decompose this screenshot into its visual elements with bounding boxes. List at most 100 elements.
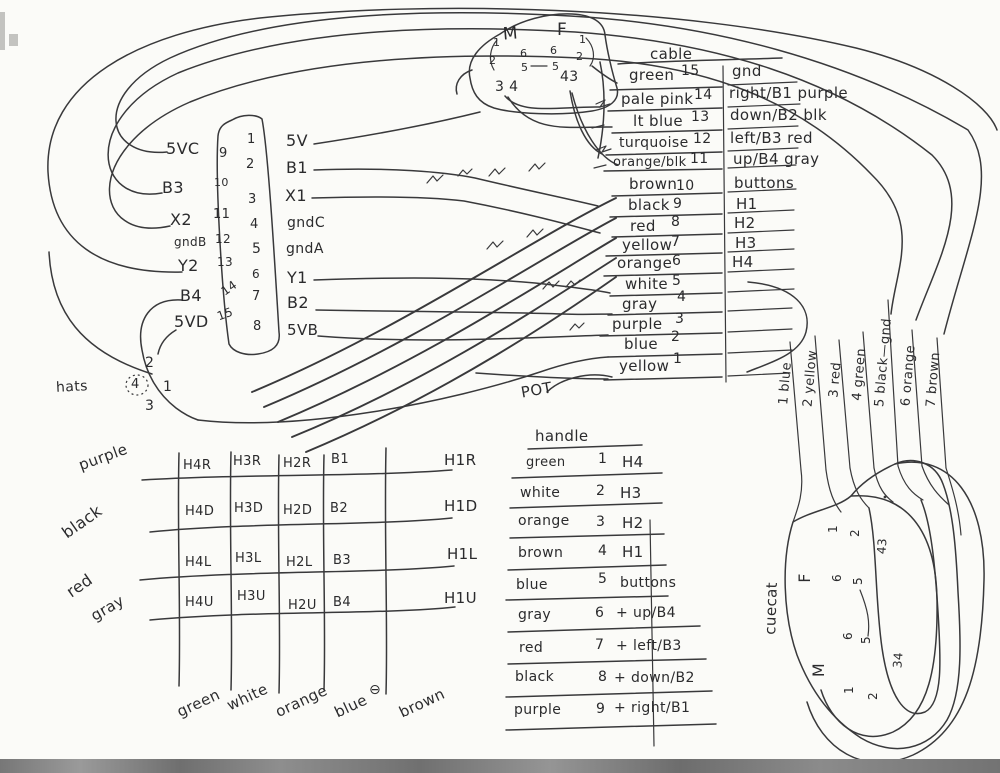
matrix-cell: H3D (234, 501, 264, 516)
dsub-pin-number: 1 (247, 132, 256, 147)
hat-number: 2 (145, 355, 155, 371)
din-pin: 5 (552, 60, 560, 73)
handle-row-desc: H3 (620, 484, 642, 502)
handle-row-num: 5 (598, 571, 608, 587)
handle-row-desc: H2 (622, 514, 644, 532)
matrix-cell: B1 (331, 452, 349, 467)
dsub-pin-number: 2 (246, 157, 255, 172)
scan-smudge (0, 12, 5, 50)
cable-row-num: 5 (672, 273, 682, 289)
cable-row-desc: buttons (734, 174, 795, 192)
handle-row-num: 4 (598, 543, 608, 559)
cable-row-num: 9 (673, 196, 683, 212)
handle-row-color: blue (516, 577, 548, 593)
hat-number: 1 (163, 379, 173, 395)
dsub-right-label: gndC (287, 215, 326, 231)
matrix-cell: H3L (235, 551, 262, 566)
cuecat-pin: 1 (842, 685, 857, 695)
matrix-right-label: H1L (447, 545, 478, 563)
handle-row-color: red (519, 640, 544, 656)
dsub-pin-number: 7 (252, 289, 261, 304)
cable-row-color: orange/blk (613, 155, 687, 170)
cable-row-num: 7 (671, 234, 681, 250)
scan-smudge (9, 34, 18, 46)
matrix-cell: H4L (185, 555, 212, 570)
handle-row-desc: H4 (622, 453, 644, 471)
cable-row-color: yellow (619, 357, 670, 375)
cable-row-color: purple (612, 315, 663, 333)
cable-row-num: 8 (671, 214, 681, 230)
handle-row-num: 8 (598, 669, 608, 685)
din-f-label: F (557, 20, 568, 40)
matrix-cell: H3U (237, 589, 266, 604)
bundle-wire-label: 3 red (826, 361, 845, 399)
cable-row-num: 3 (675, 311, 685, 327)
handle-row-num: 9 (596, 701, 606, 717)
matrix-cell: H2L (286, 555, 313, 570)
dsub-right-label: 5VB (287, 321, 319, 339)
dsub-right-label: gndA (286, 241, 324, 257)
dsub-pin-number: 5 (252, 241, 262, 257)
cable-row-color: brown (629, 175, 678, 193)
matrix-right-label: H1U (444, 589, 478, 607)
cable-row-desc: down/B2 blk (730, 106, 827, 124)
cuecat-pin: 5 (851, 576, 866, 586)
cable-row-desc: up/B4 gray (733, 150, 820, 168)
matrix-cell: H4U (185, 595, 214, 610)
din-pin-pair: 43 (560, 69, 579, 85)
cuecat-pin: 2 (848, 528, 863, 538)
cuecat-pin: 6 (841, 631, 856, 641)
matrix-cell: H2D (283, 503, 313, 518)
dsub-left-label: X2 (170, 210, 192, 229)
matrix-cell: H2U (288, 598, 317, 613)
cable-row-color: red (630, 217, 656, 235)
bundle-label-lines (746, 281, 947, 471)
cable-row-desc: H4 (732, 253, 754, 271)
matrix-cell: H2R (283, 456, 312, 471)
din-pin: 2 (489, 54, 497, 67)
cuecat-m-label: M (809, 662, 829, 678)
cable-row-num: 4 (677, 289, 687, 305)
cuecat-label: cuecat (761, 581, 781, 635)
dsub-left-label: 5VC (166, 139, 200, 158)
din-pin: 2 (576, 50, 584, 63)
handle-row-color: gray (518, 607, 552, 623)
cable-row-num: 11 (690, 151, 709, 167)
cable-row-num: 15 (681, 63, 700, 79)
handle-row-num: 3 (596, 514, 606, 530)
handle-row-color: brown (518, 545, 564, 561)
cable-row-color: gray (622, 295, 658, 313)
handle-row-num: 7 (595, 637, 605, 653)
cable-row-color: white (625, 275, 669, 293)
dsub-left-label: B3 (162, 178, 184, 197)
matrix-cell: B3 (333, 553, 351, 568)
cable-row-color: orange (617, 254, 673, 272)
cuecat-pin: 5 (859, 635, 874, 645)
din-pin: 6 (550, 44, 558, 57)
matrix-cell: B4 (333, 595, 351, 610)
dsub-right-label: B1 (286, 158, 308, 177)
handle-row-num: 2 (596, 483, 606, 499)
cable-title: cable (650, 45, 693, 63)
cable-row-num: 2 (671, 329, 681, 345)
cable-row-color: black (628, 196, 670, 214)
handle-row-num: 6 (595, 605, 605, 621)
din-pin: 5 (521, 61, 529, 74)
scanner-edge-bar (0, 759, 1000, 773)
dsub-left-label: Y2 (178, 256, 199, 275)
dsub-pin-number: 3 (248, 192, 257, 207)
bundle-wire-label: 1 blue (776, 361, 795, 406)
din-pin: 1 (493, 36, 501, 49)
cuecat-pin: 2 (866, 691, 881, 701)
left-wire-loops (47, 7, 998, 421)
cable-row-desc: gnd (732, 62, 762, 80)
dsub-right-label: B2 (287, 293, 309, 312)
cable-row-num: 13 (691, 109, 710, 125)
cable-row-num: 14 (694, 87, 713, 103)
cuecat-pin: 1 (826, 524, 841, 534)
dsub-pin-number: 12 (215, 232, 232, 246)
handle-row-desc: H1 (622, 543, 644, 561)
matrix-right-label: H1R (444, 451, 477, 469)
matrix-cell: B2 (330, 501, 348, 516)
